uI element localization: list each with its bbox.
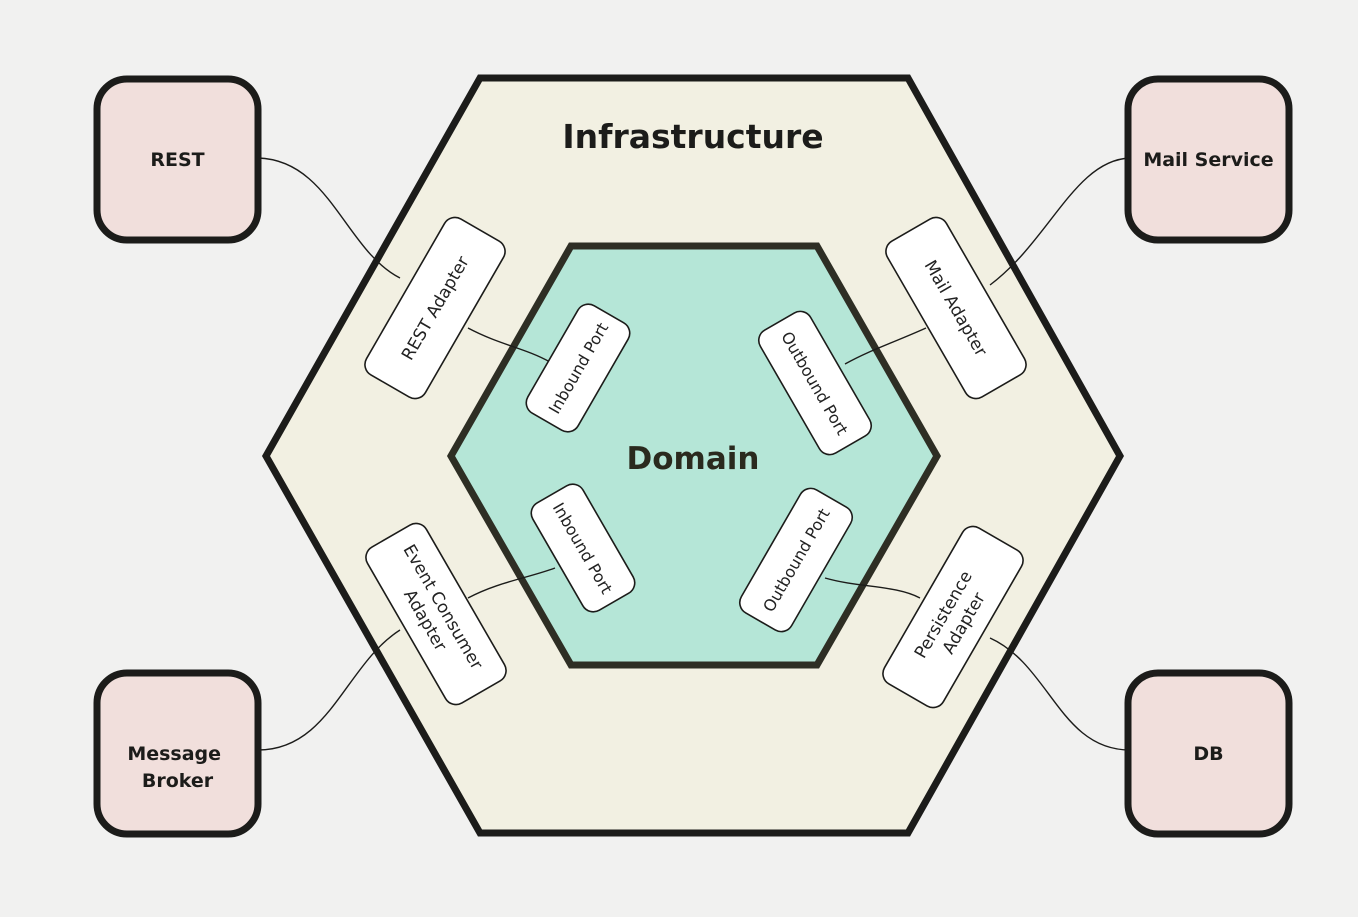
domain-title: Domain — [627, 441, 760, 477]
connector-db — [989, 637, 1131, 751]
mail-service-label: Mail Service — [1143, 149, 1273, 171]
external-rest[interactable]: REST — [93, 75, 262, 244]
connector-persistence-outbound — [824, 577, 921, 599]
external-mail-service[interactable]: Mail Service — [1124, 75, 1293, 244]
persistence-adapter[interactable]: Persistence Adapter — [879, 522, 1028, 712]
infrastructure-title: Infrastructure — [562, 117, 823, 156]
rest-label: REST — [150, 149, 204, 171]
connector-mail — [989, 157, 1131, 286]
connector-event-inbound — [467, 567, 556, 599]
rest-adapter[interactable]: REST Adapter — [361, 213, 510, 403]
external-db[interactable]: DB — [1124, 669, 1293, 838]
connector-mail-outbound — [844, 327, 927, 365]
db-label: DB — [1193, 743, 1223, 765]
message-broker-label: Message Broker — [127, 743, 227, 792]
event-consumer-adapter[interactable]: Event Consumer Adapter — [362, 519, 511, 709]
external-message-broker[interactable]: Message Broker — [93, 669, 262, 838]
connector-rest — [257, 157, 401, 279]
connector-rest-inbound — [467, 327, 551, 363]
connectors — [257, 157, 1131, 751]
connector-broker — [257, 629, 401, 751]
